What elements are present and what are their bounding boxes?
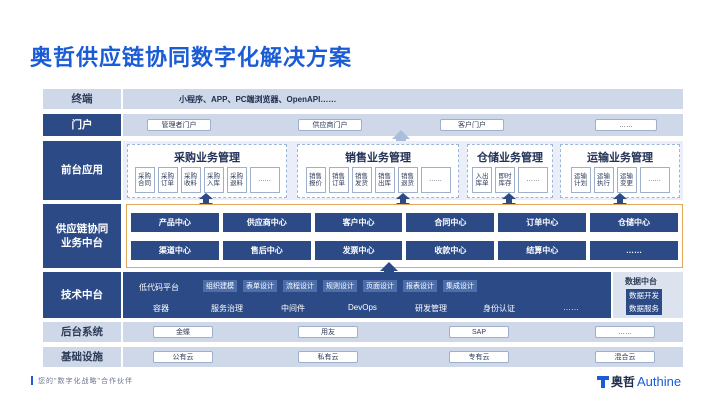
infra-public-cloud[interactable]: 公有云 xyxy=(153,351,213,363)
procurement-item[interactable]: 采购 合同 xyxy=(134,167,155,193)
row-label-terminal: 终端 xyxy=(43,89,121,109)
portal-band: 管理者门户 供应商门户 客户门户 …… xyxy=(123,114,683,136)
row-label-portal: 门户 xyxy=(43,114,121,136)
arrow-up-icon xyxy=(380,262,398,271)
center-invoice[interactable]: 发票中心 xyxy=(314,241,403,260)
infra-hybrid-cloud[interactable]: 混合云 xyxy=(595,351,655,363)
warehouse-item[interactable]: 即时 库存 xyxy=(495,167,515,193)
page-title: 奥哲供应链协同数字化解决方案 xyxy=(30,45,353,70)
warehouse-more[interactable]: …… xyxy=(518,167,548,193)
group-title: 销售业务管理 xyxy=(345,152,411,164)
data-platform-panel: 数据中台 数据开发 数据服务 xyxy=(613,272,683,318)
backend-sap[interactable]: SAP xyxy=(449,326,509,338)
portal-manager[interactable]: 管理者门户 xyxy=(147,119,211,131)
footer-accent-bar xyxy=(31,376,33,385)
tech-platform-panel: 低代码平台 组织建模 表单设计 流程设计 规则设计 页面设计 报表设计 集成设计… xyxy=(123,272,611,318)
tech-item: 研发管理 xyxy=(415,304,447,313)
transport-item[interactable]: 运输 变更 xyxy=(616,167,637,193)
logo-cn-text: 奥哲 xyxy=(611,375,636,389)
procurement-item[interactable]: 采购 入库 xyxy=(203,167,224,193)
lowcode-platform: 低代码平台 xyxy=(139,283,179,292)
transport-more[interactable]: …… xyxy=(639,167,670,193)
backend-band: 金蝶 用友 SAP …… xyxy=(123,322,683,342)
infra-dedicated-cloud[interactable]: 专有云 xyxy=(449,351,509,363)
sales-item[interactable]: 销售 报价 xyxy=(305,167,326,193)
tech-item: 服务治理 xyxy=(211,304,243,313)
procurement-more[interactable]: …… xyxy=(249,167,280,193)
logo-en-text: Authine xyxy=(637,374,682,389)
tech-chip[interactable]: 集成设计 xyxy=(443,280,477,292)
data-service-chip[interactable]: 数据服务 xyxy=(626,302,662,315)
group-title: 运输业务管理 xyxy=(587,152,653,164)
portal-more[interactable]: …… xyxy=(595,119,657,131)
center-contract[interactable]: 合同中心 xyxy=(406,213,495,232)
tech-item: DevOps xyxy=(348,303,377,312)
transport-item[interactable]: 运输 计划 xyxy=(570,167,591,193)
infra-band: 公有云 私有云 专有云 混合云 xyxy=(123,347,683,367)
backend-more[interactable]: …… xyxy=(595,326,655,338)
transport-item[interactable]: 运输 执行 xyxy=(593,167,614,193)
data-dev-chip[interactable]: 数据开发 xyxy=(626,289,662,302)
tech-chip[interactable]: 流程设计 xyxy=(283,280,317,292)
tech-chip[interactable]: 页面设计 xyxy=(363,280,397,292)
group-procurement: 采购业务管理 采购 合同 采购 订单 采购 收料 采购 入库 采购 退料 …… xyxy=(127,144,287,198)
tech-design-chips: 组织建模 表单设计 流程设计 规则设计 页面设计 报表设计 集成设计 xyxy=(203,280,477,292)
procurement-item[interactable]: 采购 订单 xyxy=(157,167,178,193)
tech-chip[interactable]: 表单设计 xyxy=(243,280,277,292)
group-sales: 销售业务管理 销售 报价 销售 订单 销售 发货 销售 出库 销售 退货 …… xyxy=(297,144,459,198)
authine-logo-icon xyxy=(597,375,609,388)
middle-row-1: 产品中心 供应商中心 客户中心 合同中心 订单中心 仓储中心 xyxy=(131,213,678,232)
tech-chip[interactable]: 组织建模 xyxy=(203,280,237,292)
group-title: 仓储业务管理 xyxy=(477,152,543,164)
center-collection[interactable]: 收款中心 xyxy=(406,241,495,260)
center-channel[interactable]: 渠道中心 xyxy=(131,241,219,260)
row-label-middle: 供应链协同 业务中台 xyxy=(43,204,121,268)
terminal-text: 小程序、APP、PC端浏览器、OpenAPI…… xyxy=(179,95,337,104)
portal-customer[interactable]: 客户门户 xyxy=(440,119,504,131)
group-transport: 运输业务管理 运输 计划 运输 执行 运输 变更 …… xyxy=(560,144,680,198)
center-aftersales[interactable]: 售后中心 xyxy=(222,241,311,260)
center-order[interactable]: 订单中心 xyxy=(498,213,587,232)
arrow-up-icon xyxy=(392,130,410,139)
portal-supplier[interactable]: 供应商门户 xyxy=(298,119,362,131)
tech-item: 身份认证 xyxy=(483,304,515,313)
footer-slogan: 您的"数字化战略"合作伙伴 xyxy=(38,378,133,385)
sales-item[interactable]: 销售 订单 xyxy=(328,167,349,193)
middle-platform-frame: 产品中心 供应商中心 客户中心 合同中心 订单中心 仓储中心 渠道中心 售后中心… xyxy=(126,204,683,268)
row-label-backend: 后台系统 xyxy=(43,322,121,342)
backend-kingdee[interactable]: 金蝶 xyxy=(153,326,213,338)
group-title: 采购业务管理 xyxy=(174,152,240,164)
procurement-item[interactable]: 采购 收料 xyxy=(180,167,201,193)
row-label-frontend: 前台应用 xyxy=(43,141,121,200)
authine-logo: 奥哲 Authine xyxy=(597,373,681,390)
terminal-band: 小程序、APP、PC端浏览器、OpenAPI…… xyxy=(123,89,683,109)
tech-item: …… xyxy=(563,303,579,312)
sales-item[interactable]: 销售 发货 xyxy=(351,167,372,193)
center-customer[interactable]: 客户中心 xyxy=(314,213,403,232)
row-label-infra: 基础设施 xyxy=(43,347,121,367)
middle-row-2: 渠道中心 售后中心 发票中心 收款中心 结算中心 …… xyxy=(131,241,678,260)
center-supplier[interactable]: 供应商中心 xyxy=(222,213,311,232)
row-label-tech: 技术中台 xyxy=(43,272,121,318)
center-more[interactable]: …… xyxy=(590,241,678,260)
sales-item[interactable]: 销售 退货 xyxy=(397,167,418,193)
warehouse-item[interactable]: 入出 库单 xyxy=(472,167,492,193)
infra-private-cloud[interactable]: 私有云 xyxy=(298,351,358,363)
center-settlement[interactable]: 结算中心 xyxy=(498,241,587,260)
center-warehouse[interactable]: 仓储中心 xyxy=(590,213,678,232)
tech-item: 中间件 xyxy=(281,304,305,313)
procurement-item[interactable]: 采购 退料 xyxy=(226,167,247,193)
sales-item[interactable]: 销售 出库 xyxy=(374,167,395,193)
sales-more[interactable]: …… xyxy=(420,167,451,193)
tech-chip[interactable]: 规则设计 xyxy=(323,280,357,292)
center-product[interactable]: 产品中心 xyxy=(131,213,219,232)
group-warehouse: 仓储业务管理 入出 库单 即时 库存 …… xyxy=(467,144,553,198)
tech-item: 容器 xyxy=(153,304,169,313)
tech-chip[interactable]: 报表设计 xyxy=(403,280,437,292)
backend-yonyou[interactable]: 用友 xyxy=(298,326,358,338)
data-platform-title: 数据中台 xyxy=(625,277,657,286)
